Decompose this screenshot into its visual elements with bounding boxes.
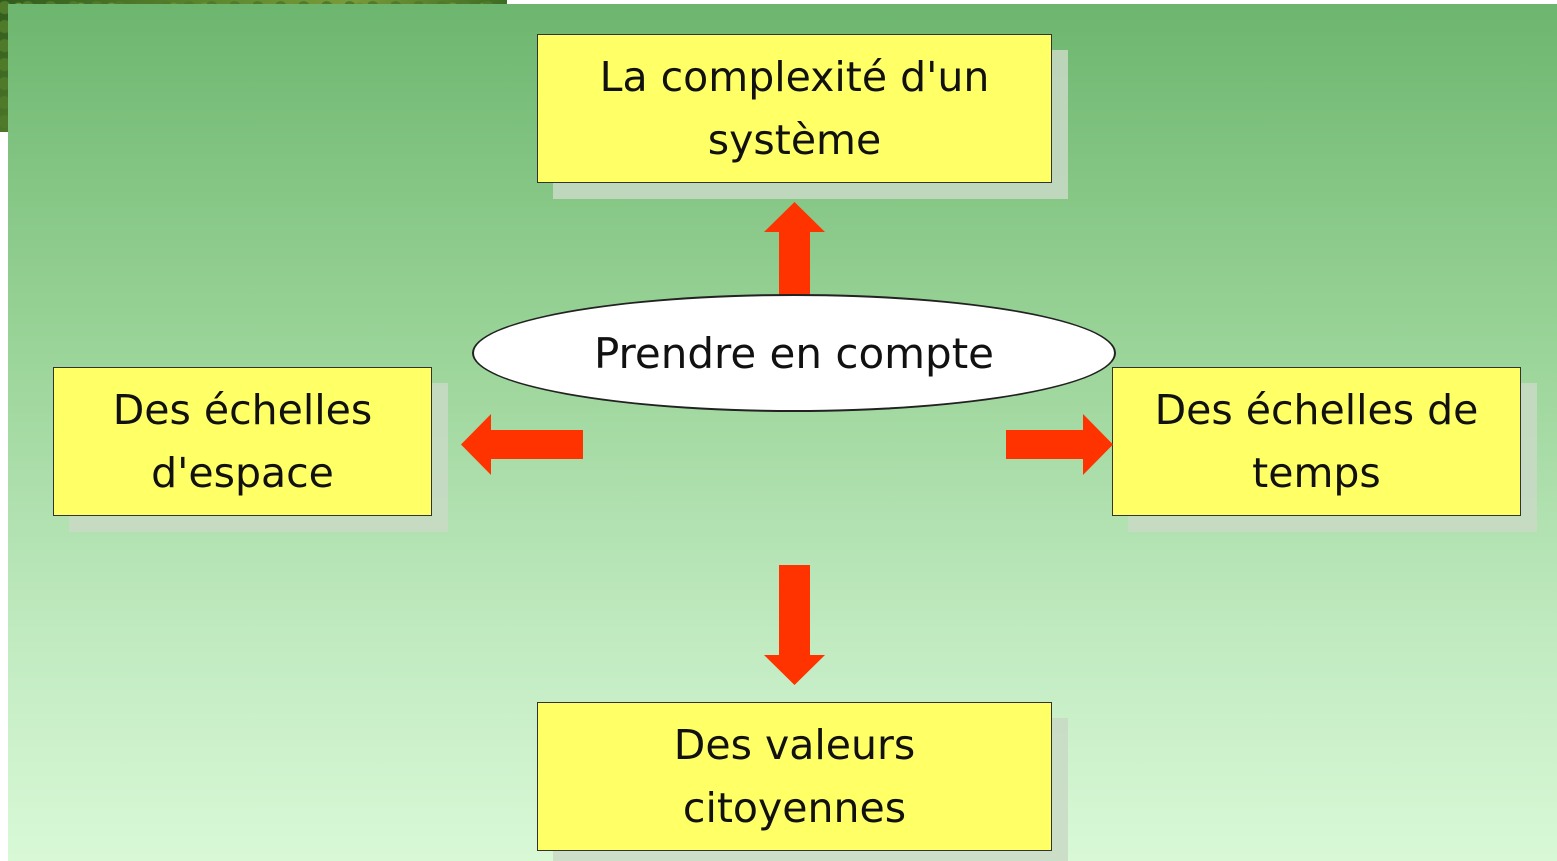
node-time-scales-line2: temps: [1252, 448, 1381, 497]
node-civic-values: Des valeurs citoyennes: [537, 702, 1052, 851]
node-space-scales-line2: d'espace: [151, 448, 334, 497]
node-space-scales: Des échelles d'espace: [53, 367, 432, 516]
center-node-label: Prendre en compte: [593, 328, 995, 378]
node-civic-values-line1: Des valeurs: [673, 720, 916, 769]
center-node: Prendre en compte: [472, 294, 1116, 412]
node-space-scales-line1: Des échelles: [112, 385, 373, 434]
node-complexity-line2: système: [707, 115, 882, 164]
node-complexity: La complexité d'un système: [537, 34, 1052, 183]
node-civic-values-line2: citoyennes: [682, 783, 907, 832]
node-complexity-line1: La complexité d'un: [599, 52, 990, 101]
node-time-scales-line1: Des échelles de: [1154, 385, 1479, 434]
node-time-scales: Des échelles de temps: [1112, 367, 1521, 516]
